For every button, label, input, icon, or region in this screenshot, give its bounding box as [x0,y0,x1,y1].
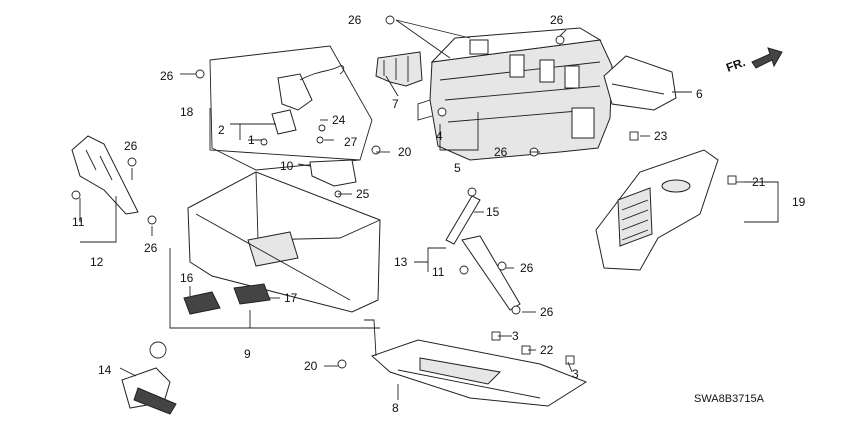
bracket-part-7 [375,51,423,87]
callout-26-hinge-lower: 26 [540,305,554,319]
callout-15: 15 [486,205,500,219]
callout-7: 7 [392,97,399,111]
cover-panel-part-6 [603,55,677,111]
front-arrow-icon [751,47,783,69]
callout-11-left: 11 [72,215,85,229]
callout-3-upper: 3 [512,329,519,343]
callout-14: 14 [98,363,112,377]
callout-1: 1 [248,133,255,147]
callout-23: 23 [654,129,668,143]
callout-27: 27 [344,135,358,149]
callout-10: 10 [280,159,294,173]
latch-part-17 [233,283,271,305]
callout-2: 2 [218,123,225,137]
callout-16: 16 [180,271,194,285]
callout-21: 21 [752,175,766,189]
callout-19: 19 [792,195,806,209]
key-set-part-14 [121,341,177,415]
callout-24: 24 [332,113,346,127]
callout-20-bracket: 20 [398,145,412,159]
hinge-arm-part-13 [461,235,521,311]
vent-panel-part-19 [595,149,719,271]
callout-25: 25 [356,187,370,201]
callout-12: 12 [90,255,104,269]
callout-26-side-bracket-lower: 26 [144,241,158,255]
callout-4: 4 [436,129,443,143]
leader-lines [79,19,779,400]
damper-part-15 [445,187,481,245]
callout-26-top-right: 26 [550,13,564,27]
front-direction-label: FR. [724,55,747,75]
handle-part-10 [309,159,357,187]
front-direction-indicator: FR. [724,47,783,75]
glove-box-frame-assembly [417,27,613,161]
callout-17: 17 [284,291,298,305]
callout-6: 6 [696,87,703,101]
callout-13: 13 [394,255,408,269]
latch-bracket-part-18 [209,45,373,171]
glove-box-door-part-9 [187,171,381,313]
callout-20-door: 20 [304,359,318,373]
callout-26-hinge: 26 [520,261,534,275]
callout-8: 8 [392,401,399,415]
latch-part-16 [183,291,221,315]
callout-9: 9 [244,347,251,361]
callout-26-frame: 26 [494,145,508,159]
callout-18: 18 [180,105,194,119]
callout-5: 5 [454,161,461,175]
fastener-group [127,15,737,369]
callout-26-side-bracket: 26 [124,139,138,153]
diagram-code: SWA8B3715A [694,393,765,405]
callout-labels: 26 26 26 26 26 26 26 26 1 2 3 3 4 5 6 7 … [72,13,806,415]
side-bracket-part-12 [71,135,139,215]
callout-11-center: 11 [432,265,445,279]
callout-26-bracket: 26 [160,69,174,83]
lower-tray-part-8 [371,339,588,407]
callout-22: 22 [540,343,554,357]
callout-26-top: 26 [348,13,362,27]
callout-3-lower: 3 [572,367,579,381]
